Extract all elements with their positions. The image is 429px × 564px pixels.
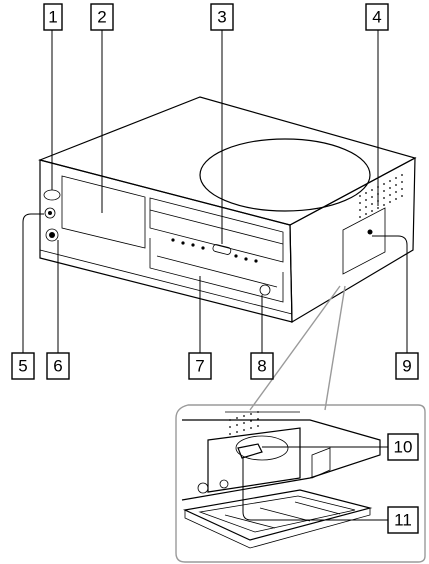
inset-grille	[229, 411, 259, 435]
video-input-jack-center	[48, 211, 52, 215]
callout-9: 9	[395, 352, 419, 380]
ink-cover-dot	[367, 229, 373, 235]
front-paper-cover	[61, 175, 146, 249]
callout-8: 8	[250, 352, 274, 380]
callout-4: 4	[365, 3, 389, 31]
callout-1: 1	[43, 3, 63, 31]
callout-9-label: 9	[402, 357, 411, 376]
printer-body	[38, 96, 417, 324]
inset-right-panel	[311, 447, 331, 479]
callout-10-label: 10	[394, 438, 413, 457]
callout-11: 11	[387, 506, 419, 534]
callout-3-label: 3	[217, 8, 226, 27]
power-switch	[43, 189, 61, 201]
callout-5: 5	[11, 352, 35, 380]
printer-top-surface	[38, 96, 417, 226]
s-video-input-jack	[45, 228, 59, 242]
printer-right-face	[289, 156, 416, 324]
inset-jack-1	[197, 482, 209, 494]
ink-ribbon-cover	[342, 207, 386, 275]
leader-lines	[22, 30, 408, 521]
printer-front-base-line	[39, 249, 293, 315]
print-button	[212, 244, 232, 255]
callout-2: 2	[90, 3, 114, 31]
callout-7-label: 7	[195, 357, 204, 376]
callout-6-label: 6	[53, 357, 62, 376]
callout-8-label: 8	[257, 357, 266, 376]
inset-frame	[175, 404, 426, 563]
callout-11-label: 11	[394, 511, 412, 530]
callout-3: 3	[210, 3, 234, 31]
callout-5-label: 5	[18, 357, 27, 376]
leader-11	[242, 458, 388, 521]
paper-tray-slot-inner	[156, 255, 278, 288]
inset-detail	[175, 285, 426, 563]
door-front-lip	[184, 508, 371, 549]
ink-ribbon-spool	[235, 435, 289, 461]
leader-5	[22, 213, 44, 353]
video-input-jack	[44, 207, 56, 219]
callout-7: 7	[188, 352, 212, 380]
door-ridge-3	[294, 501, 341, 515]
top-disc-mark	[199, 138, 371, 212]
inset-printer-side	[181, 419, 381, 501]
control-panel-strip	[149, 197, 284, 263]
callout-6: 6	[46, 352, 70, 380]
ink-ribbon-eject-lever	[237, 443, 263, 459]
control-panel-inner-line	[149, 209, 284, 245]
callout-2-label: 2	[97, 8, 106, 27]
callout-1-label: 1	[48, 8, 57, 27]
door-ridge-2	[259, 507, 311, 522]
zoom-line-left	[249, 285, 341, 411]
callout-10: 10	[387, 433, 419, 461]
control-buttons	[171, 238, 258, 263]
printer-front-face	[39, 159, 293, 323]
paper-tray-slot	[149, 238, 284, 303]
zoom-line-right	[324, 285, 346, 411]
door-ridge-1	[224, 514, 276, 529]
ink-compartment-opening	[207, 427, 301, 493]
leader-9	[372, 235, 408, 353]
door-inner-edge	[198, 495, 356, 533]
open-compartment-door	[183, 489, 373, 541]
inset-jack-2	[219, 479, 229, 489]
eject-button	[259, 284, 271, 296]
ventilation-grille	[359, 174, 403, 218]
s-video-input-jack-center	[49, 232, 55, 238]
callout-4-label: 4	[372, 8, 381, 27]
